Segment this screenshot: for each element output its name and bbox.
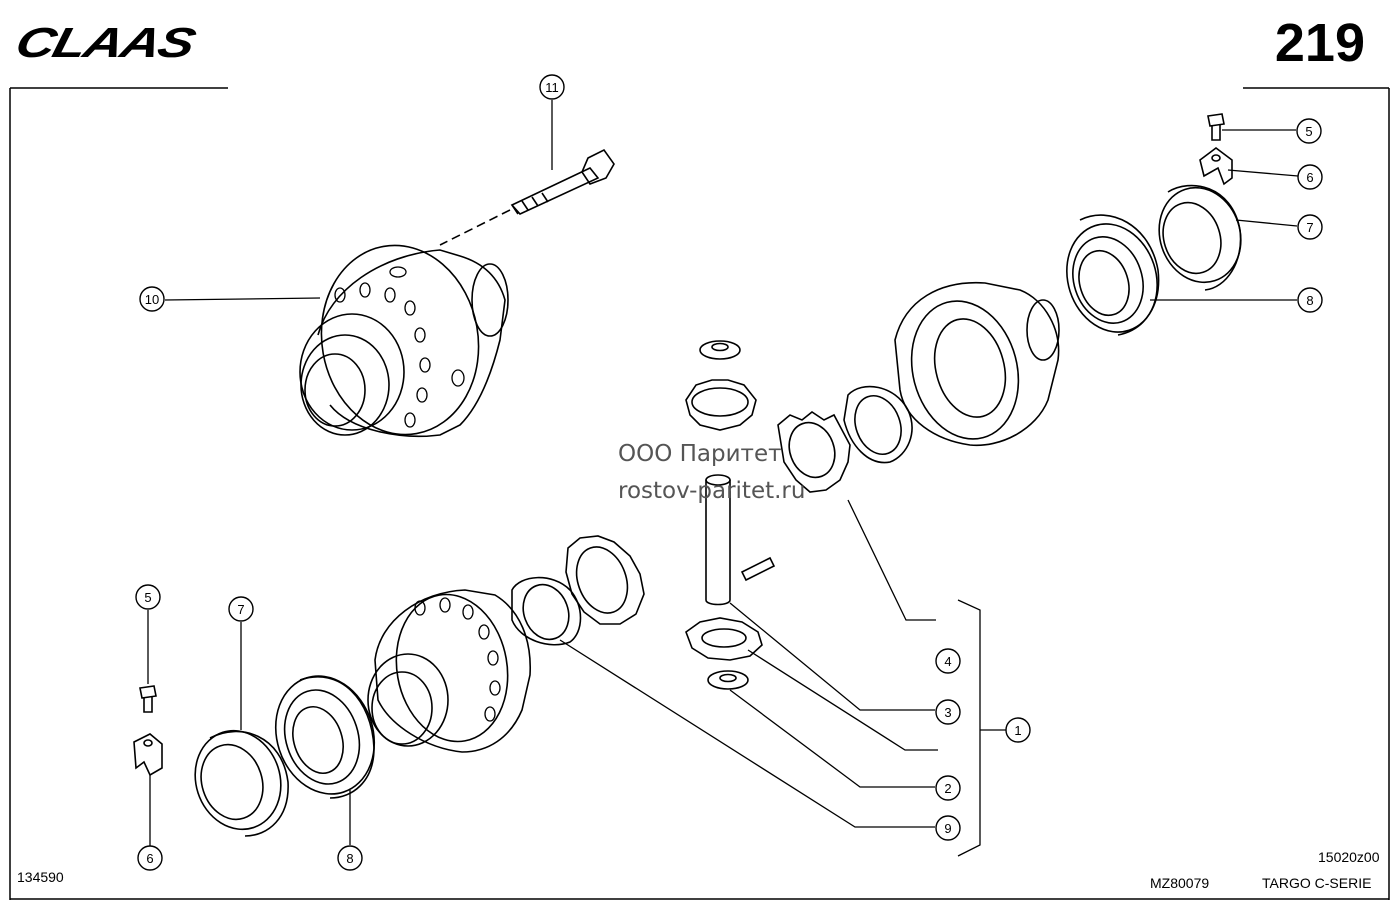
callouts <box>135 74 1323 871</box>
callout-8-top <box>1297 287 1323 313</box>
watermark-company: ООО Паритет <box>618 441 782 467</box>
callout-label-11: 11 <box>545 80 559 95</box>
callout-label-4: 4 <box>944 654 951 669</box>
bolt-11 <box>439 148 615 246</box>
callout-8-bottom <box>337 845 363 871</box>
callout-5-bottom <box>135 584 161 610</box>
callout-label-7-bottom: 7 <box>237 602 244 617</box>
callout-label-8-top: 8 <box>1306 293 1313 308</box>
callout-label-7-top: 7 <box>1306 220 1313 235</box>
lower-left-bearing-assembly <box>133 675 376 837</box>
callout-label-10: 10 <box>145 292 159 307</box>
leader-lines <box>147 100 1299 857</box>
callout-label-5-top: 5 <box>1305 124 1312 139</box>
callout-label-3: 3 <box>944 705 951 720</box>
callout-2 <box>935 775 961 801</box>
footer-ref-code: 15020z00 <box>1318 849 1380 865</box>
callout-label-1: 1 <box>1014 723 1021 738</box>
upper-right-bearing-assembly <box>777 113 1242 493</box>
brand-logo: CLAAS <box>10 19 199 67</box>
callout-1 <box>1005 717 1031 743</box>
callout-5-top <box>1296 118 1322 144</box>
watermark-url: rostov-paritet.ru <box>618 478 806 504</box>
callout-11 <box>539 74 565 100</box>
callout-label-6-bottom: 6 <box>146 851 153 866</box>
page-number: 219 <box>1274 13 1365 73</box>
callout-6-top <box>1297 164 1323 190</box>
callout-3 <box>935 699 961 725</box>
differential-housing-left <box>367 589 531 753</box>
footer-series: TARGO C-SERIE <box>1262 875 1372 891</box>
callout-6-bottom <box>137 845 163 871</box>
callout-10 <box>139 286 165 312</box>
callout-label-2: 2 <box>944 781 951 796</box>
spider-gear-set <box>511 340 776 690</box>
footer-left-code: 134590 <box>17 869 64 885</box>
differential-housing-10 <box>299 244 509 438</box>
callout-label-6-top: 6 <box>1306 170 1313 185</box>
callout-4 <box>935 648 961 674</box>
frame <box>9 87 1390 900</box>
callout-label-9: 9 <box>944 821 951 836</box>
callout-label-5-bottom: 5 <box>144 590 151 605</box>
callout-7-top <box>1297 214 1323 240</box>
callout-9 <box>935 815 961 841</box>
callout-labels: 11 10 5 6 7 8 5 7 6 8 4 3 1 2 9 <box>144 80 1313 866</box>
footer-drawing-number: MZ80079 <box>1150 875 1210 891</box>
callout-label-8-bottom: 8 <box>346 851 353 866</box>
callout-7-bottom <box>228 596 254 622</box>
